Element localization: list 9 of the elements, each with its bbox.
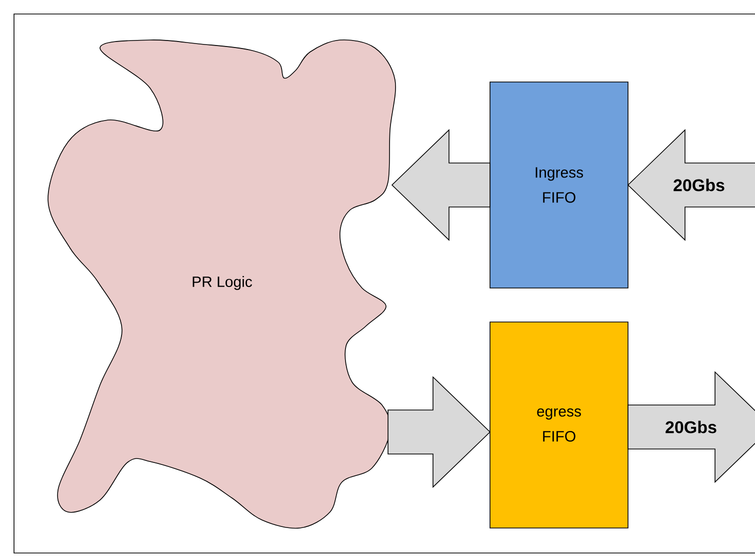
fifo-box: Ingress FIFO — [490, 82, 628, 288]
block-arrow — [628, 371, 755, 483]
block-arrow — [627, 129, 755, 241]
edge-label: 20Gbs — [666, 420, 716, 434]
edge-label: 20Gbs — [674, 178, 724, 192]
block-arrow — [388, 376, 491, 488]
logic-blob: PR Logic — [48, 40, 396, 529]
block-arrow — [391, 129, 490, 241]
fifo-box: egress FIFO — [490, 322, 628, 528]
